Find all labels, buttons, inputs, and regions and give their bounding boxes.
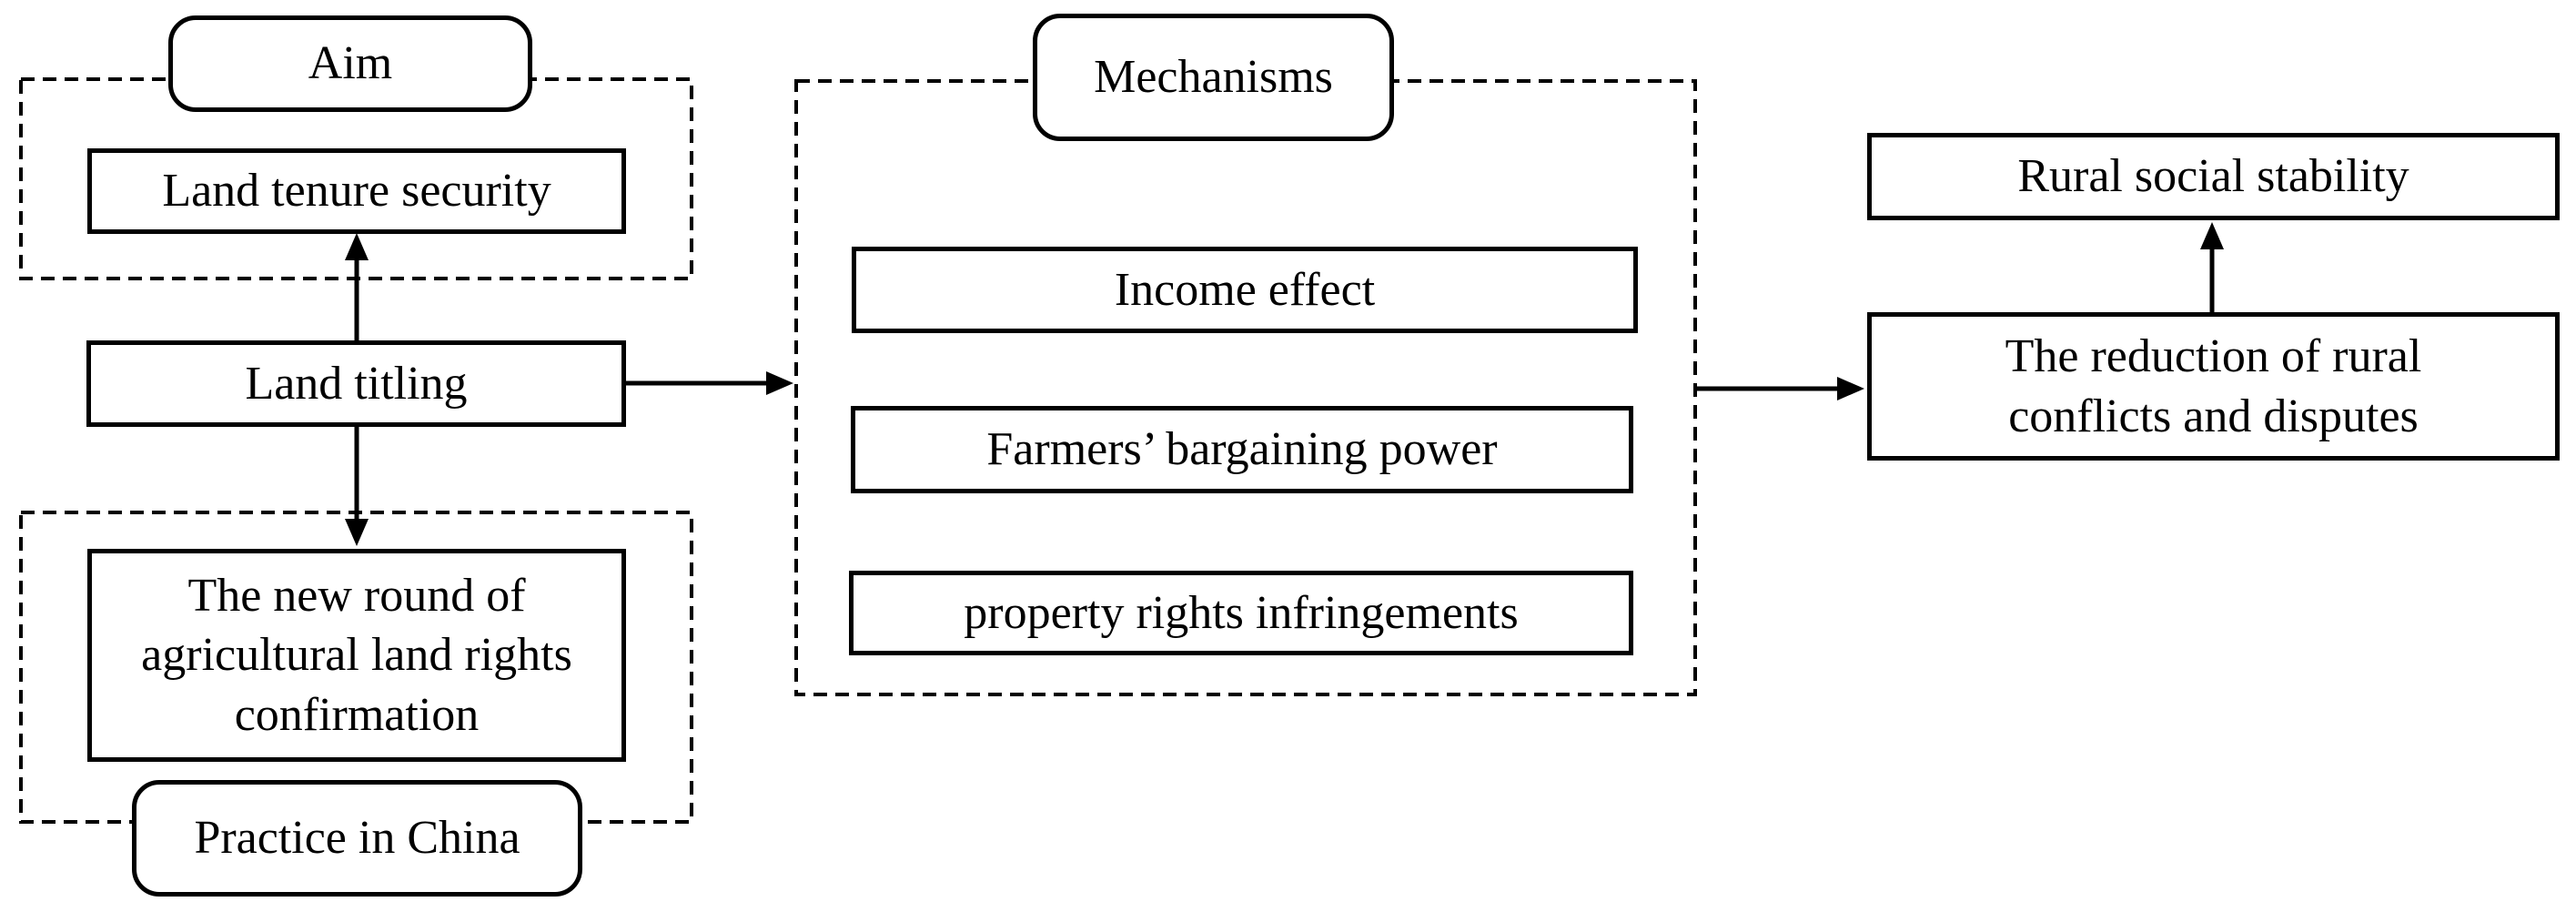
- node-income-effect: Income effect: [852, 247, 1638, 333]
- arrowhead-right-reduction: [1837, 377, 1864, 400]
- node-land-titling: Land titling: [86, 340, 626, 427]
- rural-stability-text: Rural social stability: [2017, 150, 2409, 203]
- new-round-text: The new round of agricultural land right…: [141, 569, 572, 741]
- reduction-text: The reduction of rural conflicts and dis…: [2005, 329, 2422, 442]
- node-farmers-bargaining-power: Farmers’ bargaining power: [851, 406, 1633, 493]
- aim-label: Aim: [308, 37, 393, 90]
- group-label-mechanisms: Mechanisms: [1033, 14, 1394, 141]
- land-titling-text: Land titling: [245, 357, 468, 410]
- node-reduction-of-conflicts: The reduction of rural conflicts and dis…: [1867, 312, 2560, 461]
- node-rural-social-stability: Rural social stability: [1867, 133, 2560, 220]
- arrowhead-up-stability: [2200, 222, 2224, 249]
- node-property-rights-infringements: property rights infringements: [849, 571, 1633, 655]
- node-land-tenure-security: Land tenure security: [87, 148, 626, 234]
- mechanisms-label: Mechanisms: [1094, 51, 1333, 104]
- arrowhead-up-tenure: [345, 233, 369, 260]
- land-tenure-security-text: Land tenure security: [162, 165, 551, 218]
- node-new-round-confirmation: The new round of agricultural land right…: [87, 549, 626, 762]
- group-label-practice-in-china: Practice in China: [132, 780, 582, 897]
- practice-label: Practice in China: [194, 812, 520, 865]
- income-effect-text: Income effect: [1114, 263, 1376, 316]
- bargaining-power-text: Farmers’ bargaining power: [986, 423, 1498, 476]
- group-label-aim: Aim: [168, 15, 532, 112]
- property-rights-text: property rights infringements: [964, 586, 1519, 639]
- arrowhead-down-newround: [345, 519, 369, 546]
- arrowhead-right-mechanisms: [766, 371, 793, 395]
